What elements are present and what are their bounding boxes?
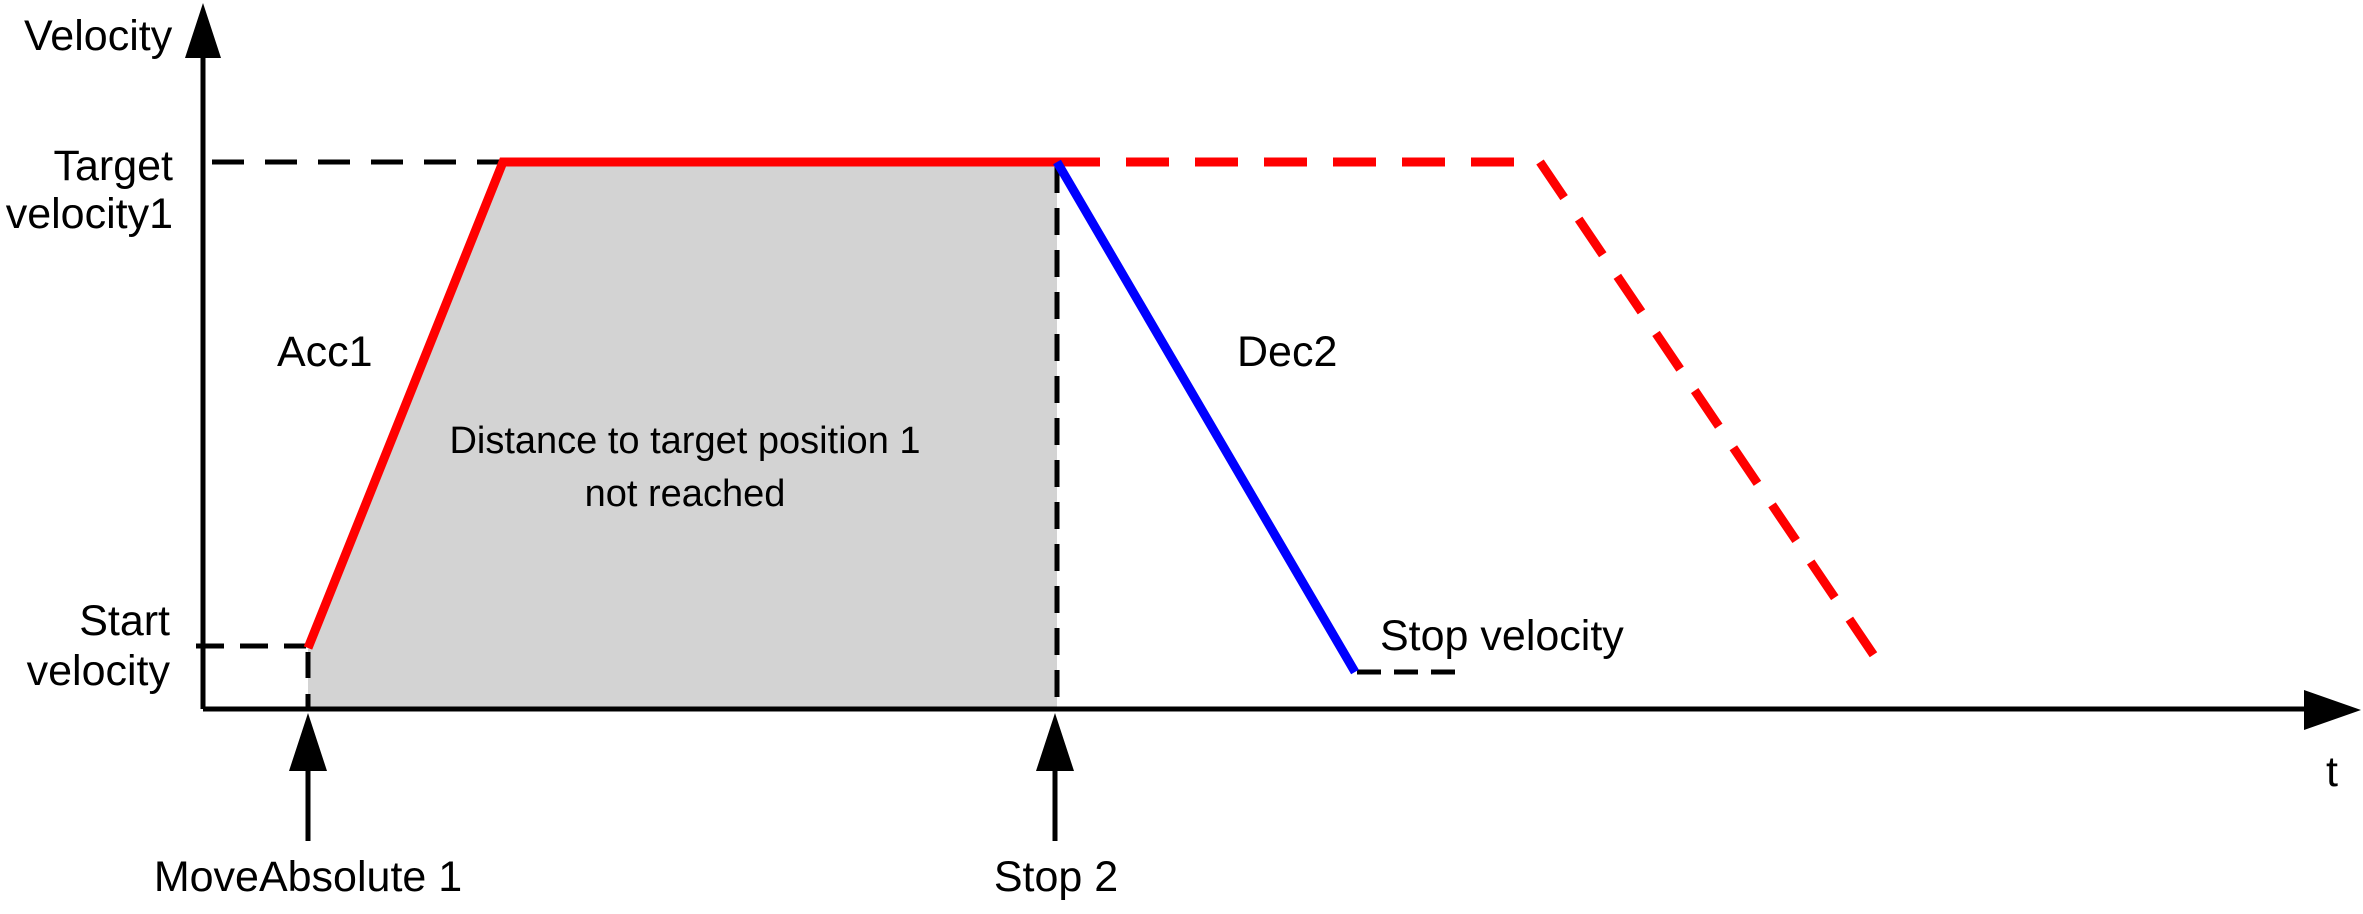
- executed-profile-line: [303, 157, 1057, 650]
- target-velocity-label-line1: Target: [53, 142, 173, 190]
- start-velocity-label-line1: Start: [79, 597, 170, 645]
- target-velocity-label-line2: velocity1: [5, 190, 173, 238]
- shaded-region-label-line1: Distance to target position 1: [449, 420, 921, 462]
- move-absolute-event-arrowhead: [289, 713, 327, 771]
- x-axis-arrowhead: [2304, 690, 2361, 730]
- x-axis-label: t: [2326, 748, 2338, 796]
- stop-event-label: Stop 2: [993, 853, 1119, 901]
- stop-event-arrowhead: [1036, 713, 1074, 771]
- start-velocity-label-line2: velocity: [26, 647, 170, 695]
- stop-velocity-label: Stop velocity: [1380, 612, 1624, 660]
- move-absolute-event-label: MoveAbsolute 1: [153, 853, 463, 901]
- planned-profile-dashed-line: [1057, 157, 1881, 663]
- shaded-region-label-line2: not reached: [584, 473, 786, 515]
- target-velocity-label: Target velocity1: [5, 142, 173, 238]
- deceleration-label: Dec2: [1237, 328, 1338, 376]
- start-velocity-label: Start velocity: [5, 596, 170, 696]
- acceleration-label: Acc1: [277, 328, 373, 376]
- y-axis-label: Velocity: [24, 12, 173, 60]
- covered-distance-area: [308, 162, 1057, 707]
- shaded-region-label: Distance to target position 1 not reache…: [335, 415, 1035, 521]
- y-axis-arrowhead: [185, 3, 221, 58]
- stop-ramp-line: [1053, 159, 1359, 675]
